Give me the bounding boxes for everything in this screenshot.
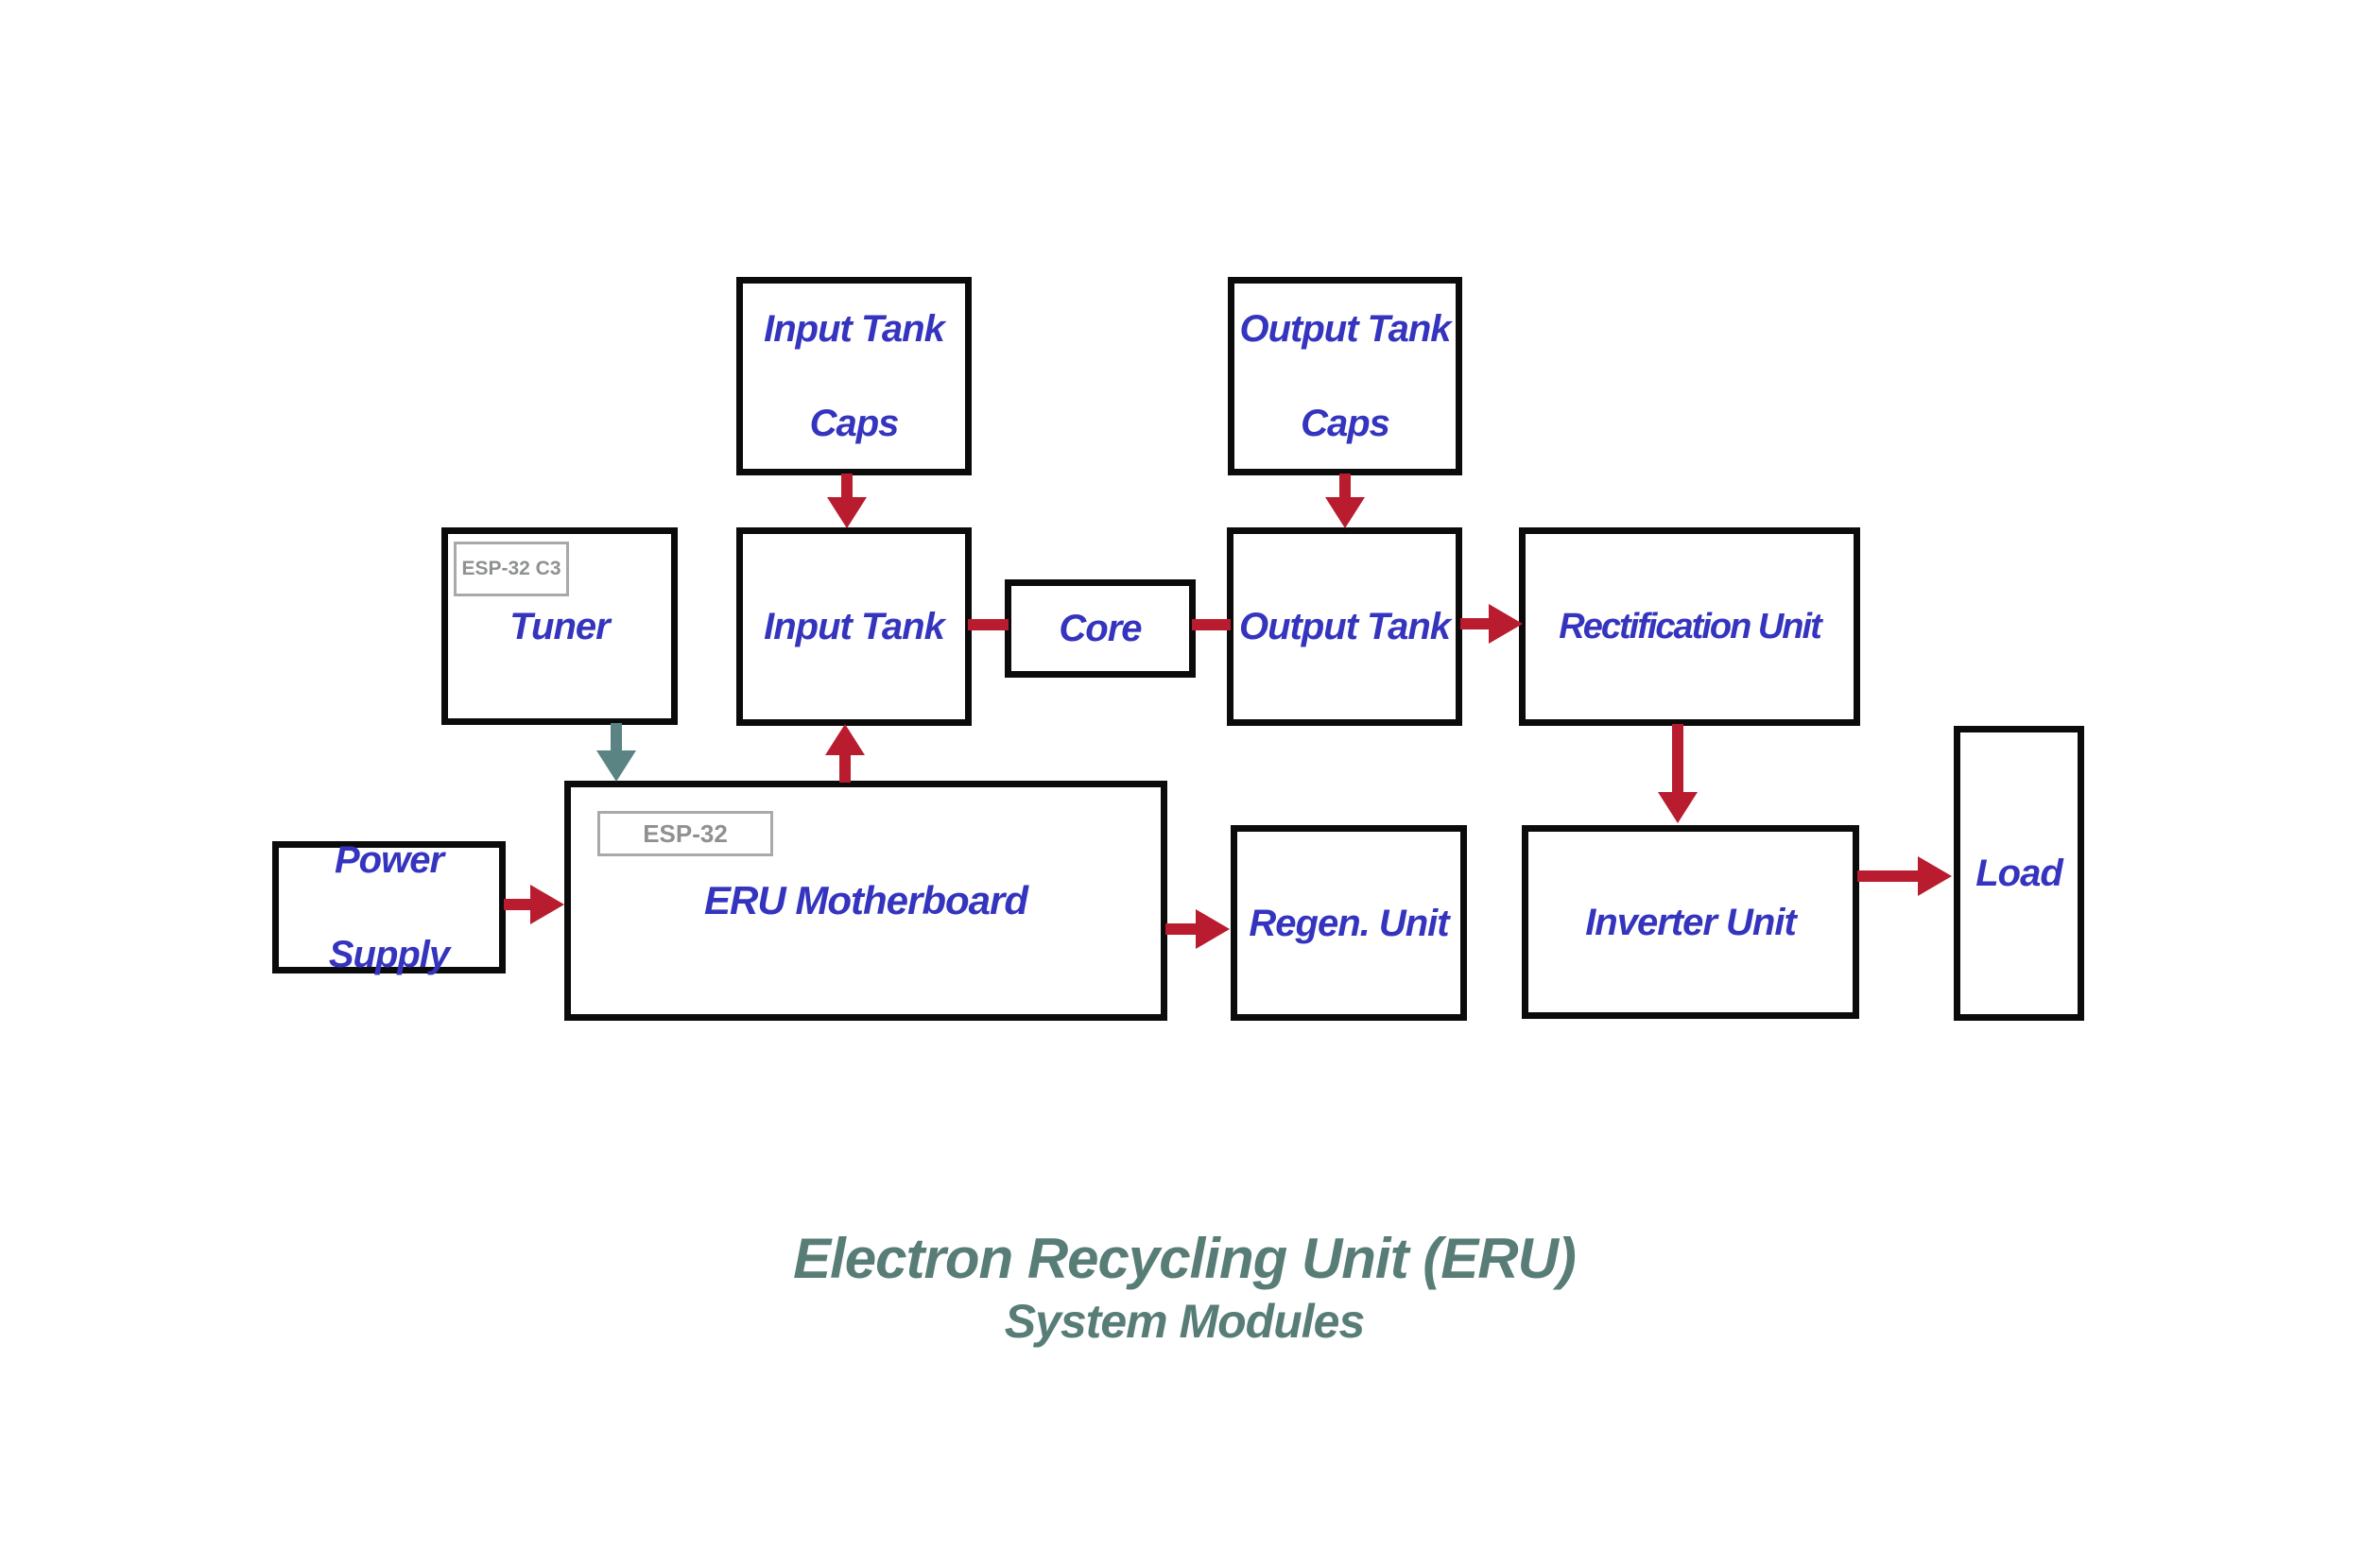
block-label: Output Tank Caps — [1239, 305, 1451, 447]
chip-label: ESP-32 — [643, 818, 728, 848]
label-line1: Power — [334, 839, 444, 881]
block-label: Input Tank Caps — [764, 305, 945, 447]
block-input-tank-caps: Input Tank Caps — [736, 277, 972, 475]
block-label: Load — [1975, 853, 2063, 894]
label-line2: Supply — [328, 934, 450, 975]
block-output-tank: Output Tank — [1227, 527, 1462, 726]
block-label: Regen. Unit — [1249, 902, 1449, 944]
block-core: Core — [1005, 579, 1196, 678]
chip-esp32: ESP-32 — [597, 811, 773, 856]
block-label: Input Tank — [764, 606, 945, 647]
diagram-title: Electron Recycling Unit (ERU) System Mod… — [239, 1225, 2130, 1350]
block-label: Inverter Unit — [1585, 901, 1797, 943]
block-label: Rectification Unit — [1559, 607, 1821, 646]
chip-label: ESP-32 C3 — [461, 558, 561, 579]
block-rectification-unit: Rectification Unit — [1519, 527, 1860, 726]
label-line2: Caps — [1301, 403, 1390, 444]
block-output-tank-caps: Output Tank Caps — [1228, 277, 1462, 475]
title-line1: Electron Recycling Unit (ERU) — [793, 1227, 1577, 1290]
block-label: Power Supply — [328, 836, 450, 978]
block-label: ERU Motherboard — [704, 878, 1028, 922]
block-power-supply: Power Supply — [272, 839, 506, 975]
block-label: Output Tank — [1238, 606, 1451, 647]
block-inverter-unit: Inverter Unit — [1522, 825, 1859, 1019]
block-input-tank: Input Tank — [736, 527, 972, 726]
label-line2: Caps — [809, 403, 900, 444]
label-line1: Input Tank — [764, 308, 945, 350]
block-load: Load — [1954, 726, 2084, 1021]
block-label: Core — [1059, 608, 1142, 649]
block-eru-motherboard: ERU Motherboard — [564, 781, 1167, 1021]
block-label: Tuner — [509, 605, 610, 647]
chip-esp32c3: ESP-32 C3 — [454, 542, 569, 596]
label-line1: Output Tank — [1239, 308, 1451, 350]
block-regen-unit: Regen. Unit — [1231, 825, 1467, 1021]
title-line2: System Modules — [1004, 1295, 1366, 1348]
